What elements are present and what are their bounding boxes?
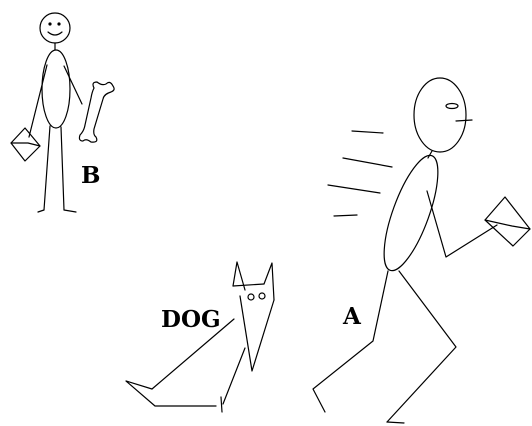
dog-left-eye xyxy=(247,293,255,301)
dog-figure xyxy=(125,261,275,413)
envelope-icon-b xyxy=(10,127,41,162)
person-a-arm xyxy=(426,190,498,258)
envelope-icon-a xyxy=(484,196,531,247)
person-b-right-leg xyxy=(60,126,65,211)
person-b-left-leg xyxy=(43,125,51,211)
label-a: A xyxy=(342,303,362,330)
dog-rear-leg xyxy=(125,380,217,407)
person-b-figure xyxy=(28,12,83,213)
person-a-figure xyxy=(312,77,498,424)
person-a-head xyxy=(413,77,473,153)
person-b-left-arm xyxy=(28,64,48,138)
dog-snout xyxy=(239,295,275,372)
person-b-right-arm xyxy=(63,65,83,105)
speed-lines xyxy=(327,130,393,217)
label-dog: DOG xyxy=(161,306,221,333)
dog-chest xyxy=(222,347,246,405)
dog-left-ear xyxy=(232,261,246,291)
person-b-body xyxy=(41,49,71,129)
dog-back xyxy=(151,318,235,390)
person-a-neck xyxy=(427,150,433,159)
label-b: B xyxy=(81,162,100,189)
bone-icon xyxy=(78,81,115,143)
person-a-rear-leg xyxy=(312,270,389,413)
person-b-head xyxy=(39,12,71,44)
dog-right-eye xyxy=(258,292,266,300)
person-a-front-leg xyxy=(386,270,457,423)
person-a-body xyxy=(383,154,439,272)
dog-right-ear xyxy=(263,262,275,301)
